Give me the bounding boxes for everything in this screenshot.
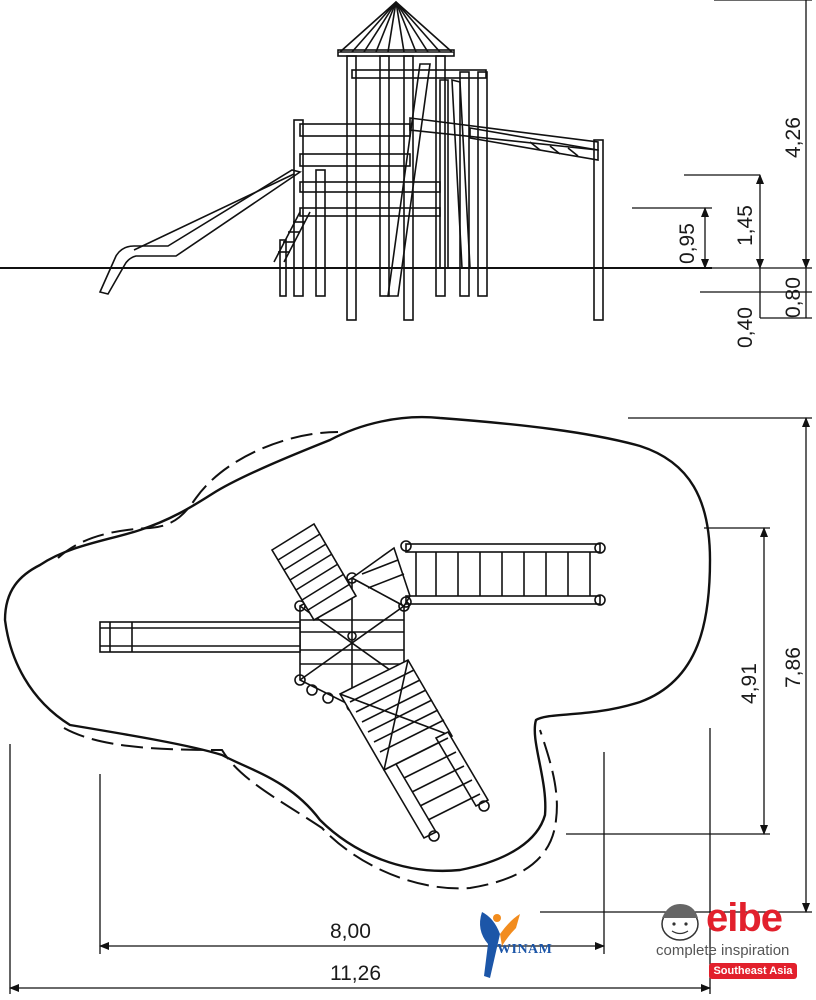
winam-logo-mark (480, 912, 520, 978)
dim-total-depth: 7,86 (782, 647, 805, 688)
tower-roof (337, 0, 455, 57)
dim-platform-high: 1,45 (734, 205, 757, 246)
eibe-mascot-icon (661, 904, 699, 941)
safety-zone-outline (3, 415, 712, 873)
right-bridge (409, 117, 604, 321)
roof-plan (306, 658, 454, 772)
eibe-wordmark: eibe (706, 896, 783, 940)
left-posts (279, 119, 326, 297)
climbing-poles (387, 63, 471, 297)
dim-inner-depth: 4,91 (738, 663, 761, 704)
plan-dimension-lines (9, 417, 812, 994)
horizontal-ladder-plan (405, 542, 606, 606)
slide-plan (99, 621, 301, 653)
left-ladder (273, 211, 311, 263)
slide (98, 169, 302, 295)
winam-wordmark: WINAM (497, 942, 553, 957)
dim-platform-low: 0,95 (676, 223, 699, 264)
eibe-region-badge: Southeast Asia (709, 963, 797, 979)
dim-foundation-depth: 0,40 (734, 307, 757, 348)
dim-total-height: 4,26 (782, 117, 805, 158)
lower-ladder-plan (382, 730, 490, 842)
dim-foundation-extra: 0,80 (782, 277, 805, 318)
eibe-tagline: complete inspiration (656, 942, 790, 959)
safety-zone-dashed (57, 431, 339, 559)
plan-view (3, 415, 712, 890)
dim-total-width: 11,26 (330, 962, 381, 985)
elevation-view (0, 0, 712, 321)
upper-bridge-plan (270, 522, 358, 622)
elevation-dimension-lines (632, 0, 812, 319)
dim-inner-width: 8,00 (330, 920, 371, 943)
